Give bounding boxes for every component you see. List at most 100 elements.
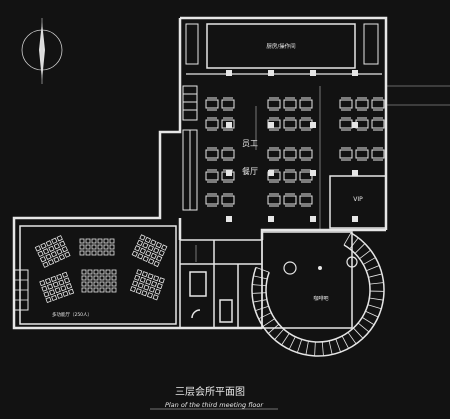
dining-table (267, 149, 281, 159)
seat (62, 290, 69, 297)
seat (47, 259, 55, 266)
seat (147, 273, 154, 280)
dining-table (299, 149, 313, 159)
seat (61, 245, 69, 253)
seat (79, 250, 85, 256)
terrace-rib (347, 332, 357, 345)
seat (63, 277, 71, 284)
seat (131, 250, 139, 257)
leader-lines (195, 85, 450, 262)
seat (111, 269, 117, 275)
seat (58, 279, 65, 286)
terrace-rib (369, 297, 384, 301)
seat (141, 290, 148, 297)
dining-table (283, 119, 297, 129)
dining-table (299, 195, 313, 205)
seat (67, 288, 75, 295)
terrace-rib (255, 305, 269, 312)
dining-table (299, 171, 313, 181)
seat (87, 281, 93, 287)
seat (111, 275, 117, 281)
seat (142, 242, 149, 249)
seat (56, 248, 63, 255)
dining-table (205, 149, 219, 159)
terrace-rib (253, 275, 268, 280)
dining-table (221, 149, 235, 159)
staff-dining-label-1: 员工 (242, 139, 258, 148)
seat (56, 292, 63, 299)
dining-table (299, 119, 313, 129)
seat (40, 242, 47, 250)
seat (139, 247, 147, 255)
dining-table (355, 119, 369, 129)
dining-table (283, 99, 297, 109)
seat (141, 271, 148, 278)
seat (48, 245, 55, 252)
seat (153, 275, 160, 282)
staff-dining-label-2: 餐厅 (242, 167, 258, 176)
vip-label: VIP (353, 196, 363, 203)
terrace-rib (353, 327, 364, 339)
seat (99, 281, 105, 287)
seat-block (131, 234, 168, 268)
seat (50, 275, 57, 283)
seat (103, 244, 109, 250)
terrace-rib (335, 338, 341, 353)
seat (42, 248, 50, 255)
seat (53, 256, 60, 263)
seat (93, 269, 99, 275)
seat (81, 269, 87, 275)
seat (85, 244, 91, 250)
seat (143, 284, 150, 291)
seat (39, 256, 47, 263)
seat (150, 239, 157, 246)
seat (87, 275, 93, 281)
terrace-rib (363, 257, 376, 265)
seat (137, 282, 144, 289)
seat (81, 281, 87, 287)
seat (156, 282, 163, 290)
seat (56, 235, 63, 242)
seat (134, 245, 141, 252)
dining-table (221, 195, 235, 205)
seat (99, 275, 105, 281)
main-building-outline (12, 16, 388, 330)
seat (105, 287, 111, 293)
terrace-rib (365, 310, 379, 318)
seat (129, 285, 137, 293)
terrace-rib (368, 273, 383, 278)
terrace-rib (328, 340, 333, 355)
seat-block (81, 269, 117, 293)
terrace-rib (262, 318, 275, 327)
dining-table (355, 149, 369, 159)
seat (109, 238, 115, 244)
seat (145, 278, 152, 285)
seat (87, 287, 93, 293)
terrace-rib (252, 292, 267, 294)
dining-table (205, 99, 219, 109)
terrace-rib (274, 328, 285, 340)
terrace-rib (314, 341, 316, 356)
dining-table (371, 99, 385, 109)
dining-table (371, 119, 385, 129)
dining-table (267, 195, 281, 205)
seat (43, 291, 50, 298)
seat (158, 249, 165, 257)
dining-table (299, 99, 313, 109)
seat (54, 287, 61, 294)
terrace-rib (357, 322, 370, 333)
seat (137, 253, 144, 260)
seat (45, 240, 53, 247)
seat-block (129, 269, 165, 301)
staff-dining-tables (205, 97, 385, 207)
terrace-rib (367, 304, 382, 310)
dining-table (283, 195, 297, 205)
seat (147, 244, 154, 252)
seat (135, 288, 142, 295)
cafe-bar-area (261, 231, 358, 329)
seat (93, 281, 99, 287)
hall-seating (34, 234, 168, 304)
dining-table (283, 149, 297, 159)
